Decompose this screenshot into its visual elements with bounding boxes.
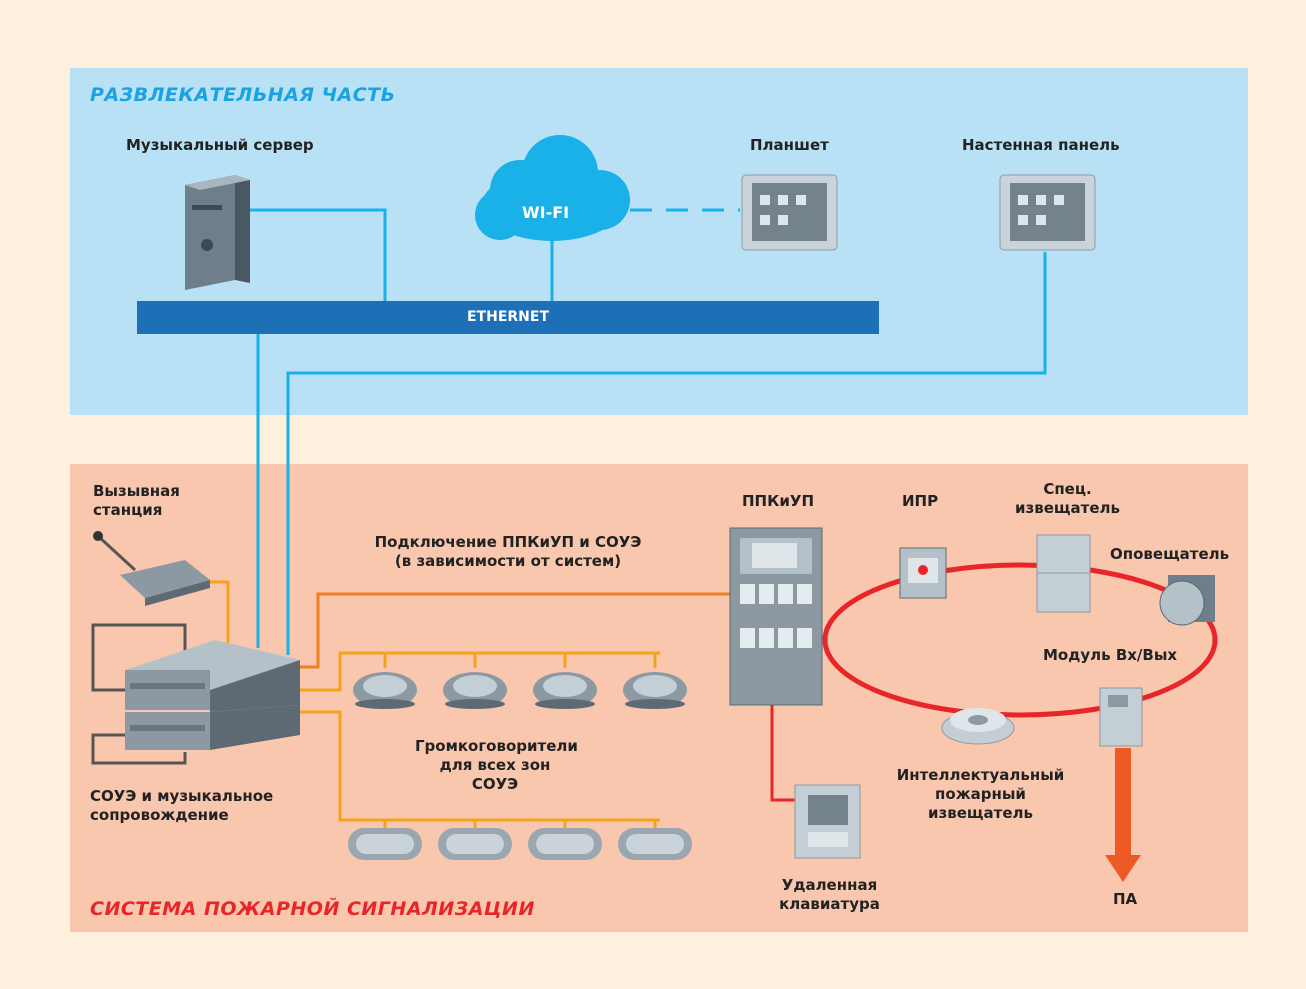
special-detector-icon [1036, 534, 1091, 613]
call-station-link [210, 580, 230, 650]
server-ethernet-link [235, 208, 387, 303]
call-station-label: Вызывная станция [93, 482, 180, 519]
panel-label: ППКиУП [742, 492, 814, 510]
soue-rack-icon [125, 640, 300, 750]
fire-zone-title: СИСТЕМА ПОЖАРНОЙ СИГНАЛИЗАЦИИ [90, 898, 535, 920]
wifi-label: WI-FI [522, 203, 570, 222]
server-tower-icon [185, 175, 250, 290]
smart-detector-label: Интеллектуальный пожарный извещатель [896, 766, 1065, 822]
pa-label: ПА [1113, 890, 1138, 908]
soue-loop-left [91, 623, 187, 692]
ethernet-bus: ETHERNET [137, 301, 879, 334]
ceiling-speakers-row1 [353, 672, 687, 709]
io-module-label: Модуль Вх/Вых [1043, 646, 1178, 664]
wall-panel-label: Настенная панель [962, 136, 1120, 154]
fire-alarm-loop [822, 562, 1218, 718]
annunciator-label: Оповещатель [1110, 545, 1230, 563]
entertainment-zone-title: РАЗВЛЕКАТЕЛЬНАЯ ЧАСТЬ [90, 84, 396, 106]
fire-panel-icon [729, 527, 823, 706]
wifi-cloud-icon [475, 135, 630, 241]
remote-keypad-label: Удаленная клавиатура [779, 876, 880, 913]
pa-output-arrow [1105, 748, 1141, 882]
tablet-label: Планшет [750, 136, 829, 154]
speaker-row2-bus [300, 710, 660, 822]
keypad-link [770, 705, 795, 802]
panel-soue-link [300, 592, 730, 669]
tablet-icon [741, 174, 838, 251]
remote-keypad-icon [794, 784, 861, 859]
wall-panel-soue-link [286, 252, 1047, 655]
io-module-icon [1099, 687, 1143, 747]
music-server-label: Музыкальный сервер [126, 136, 314, 154]
annunciator-icon [1159, 575, 1215, 626]
smart-detector-icon [941, 708, 1015, 745]
speaker-row1-bus [300, 651, 660, 692]
ipr-label: ИПР [902, 492, 939, 510]
network-links [235, 208, 1047, 655]
speakers-label: Громкоговорители для всех зон СОУЭ [415, 737, 578, 793]
connection-label: Подключение ППКиУП и СОУЭ (в зависимости… [374, 533, 642, 570]
manual-call-point-icon [899, 547, 947, 599]
call-station-icon [93, 531, 210, 606]
special-detector-label: Спец. извещатель [1015, 480, 1120, 517]
box-speakers-row2 [348, 828, 692, 860]
wall-panel-icon [999, 174, 1096, 251]
soue-label: СОУЭ и музыкальное сопровождение [90, 787, 274, 824]
